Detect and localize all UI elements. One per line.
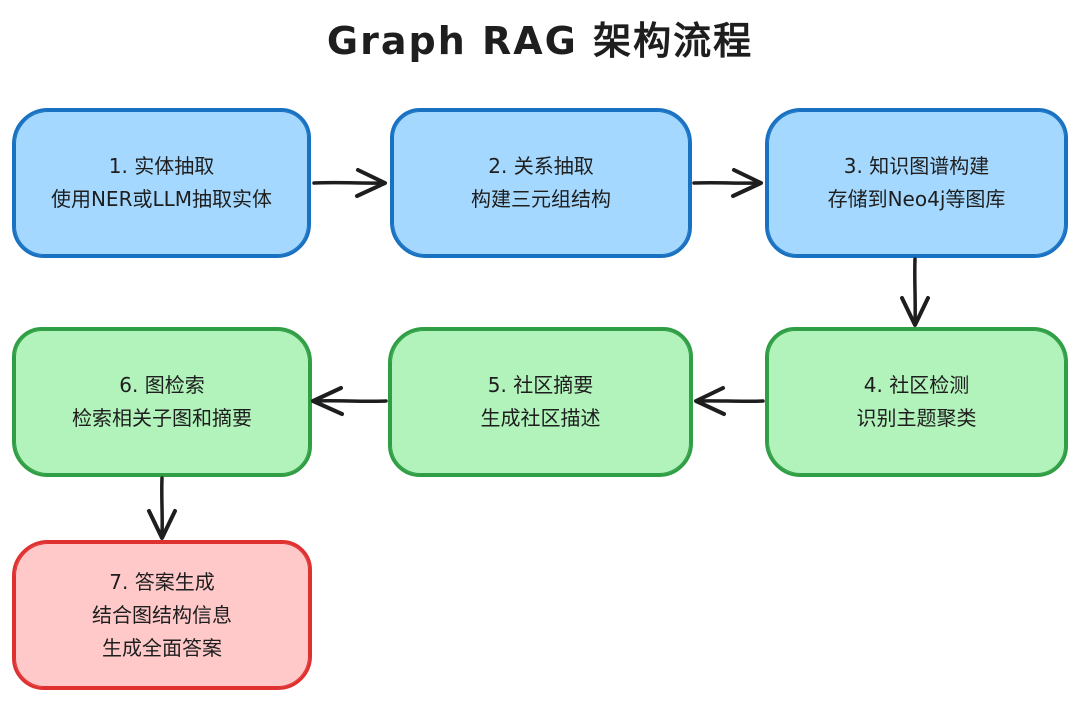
arrow-left-icon [309,381,389,421]
flow-box-relation-extraction: 2. 关系抽取 构建三元组结构 [390,108,692,258]
box-heading: 7. 答案生成 [109,569,215,594]
box-description: 检索相关子图和摘要 [72,406,252,430]
flow-box-graph-retrieval: 6. 图检索 检索相关子图和摘要 [12,327,312,477]
box-heading: 3. 知识图谱构建 [843,154,990,178]
box-description: 生成社区描述 [480,406,601,430]
arrow-down-icon [142,475,182,541]
box-heading: 1. 实体抽取 [108,154,215,178]
arrow-left-icon [692,381,766,421]
box-description: 构建三元组结构 [471,187,611,211]
flow-box-entity-extraction: 1. 实体抽取 使用NER或LLM抽取实体 [12,108,311,258]
arrow-right-icon [311,163,391,203]
box-description: 存储到Neo4j等图库 [827,187,1006,211]
box-description: 结合图结构信息 [92,602,232,627]
box-description: 使用NER或LLM抽取实体 [50,187,273,211]
diagram-title: Graph RAG 架构流程 [326,19,754,63]
box-heading: 2. 关系抽取 [488,154,594,178]
box-heading: 6. 图检索 [119,373,205,397]
flow-box-community-detection: 4. 社区检测 识别主题聚类 [765,327,1068,477]
box-description: 生成全面答案 [102,635,222,660]
flow-box-answer-generation: 7. 答案生成 结合图结构信息 生成全面答案 [12,540,312,690]
arrow-right-icon [691,163,767,203]
box-heading: 5. 社区摘要 [487,373,594,397]
arrow-down-icon [895,256,935,328]
flow-box-knowledge-graph-build: 3. 知识图谱构建 存储到Neo4j等图库 [765,108,1068,258]
flow-box-community-summary: 5. 社区摘要 生成社区描述 [388,327,693,477]
box-heading: 4. 社区检测 [863,373,970,397]
box-description: 识别主题聚类 [856,406,977,430]
